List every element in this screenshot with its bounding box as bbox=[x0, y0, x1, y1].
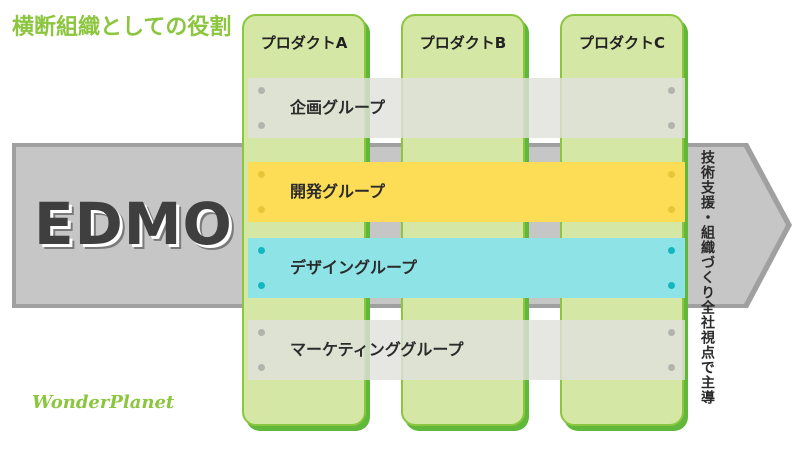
pin-icon bbox=[668, 206, 675, 213]
group-label: デザイングループ bbox=[290, 258, 418, 277]
pin-icon bbox=[668, 122, 675, 129]
group-band-planning: 企画グループ bbox=[248, 78, 685, 138]
group-label: 企画グループ bbox=[290, 98, 386, 117]
pin-icon bbox=[668, 282, 675, 289]
pin-icon bbox=[258, 247, 265, 254]
pin-icon bbox=[258, 282, 265, 289]
edmo-label: EDMO bbox=[34, 190, 233, 258]
group-band-development: 開発グループ bbox=[248, 162, 685, 222]
group-label: 開発グループ bbox=[290, 182, 386, 201]
pin-icon bbox=[258, 171, 265, 178]
pin-icon bbox=[258, 122, 265, 129]
company-logo: WonderPlanet bbox=[32, 392, 175, 413]
pin-icon bbox=[258, 206, 265, 213]
pin-icon bbox=[668, 87, 675, 94]
role-description: 技術支援・組織づくり全社視点で主導 bbox=[699, 150, 715, 405]
group-label: マーケティンググループ bbox=[290, 340, 464, 359]
product-column-label: プロダクトC bbox=[578, 34, 665, 52]
pin-icon bbox=[668, 247, 675, 254]
pin-icon bbox=[258, 87, 265, 94]
pin-icon bbox=[668, 364, 675, 371]
pin-icon bbox=[258, 364, 265, 371]
product-column-label: プロダクトB bbox=[419, 34, 507, 52]
product-column-label: プロダクトA bbox=[260, 34, 348, 52]
pin-icon bbox=[668, 171, 675, 178]
pin-icon bbox=[668, 329, 675, 336]
page-title: 横断組織としての役割 bbox=[12, 15, 232, 40]
group-band-design: デザイングループ bbox=[248, 238, 685, 298]
pin-icon bbox=[258, 329, 265, 336]
group-band-marketing: マーケティンググループ bbox=[248, 320, 685, 380]
